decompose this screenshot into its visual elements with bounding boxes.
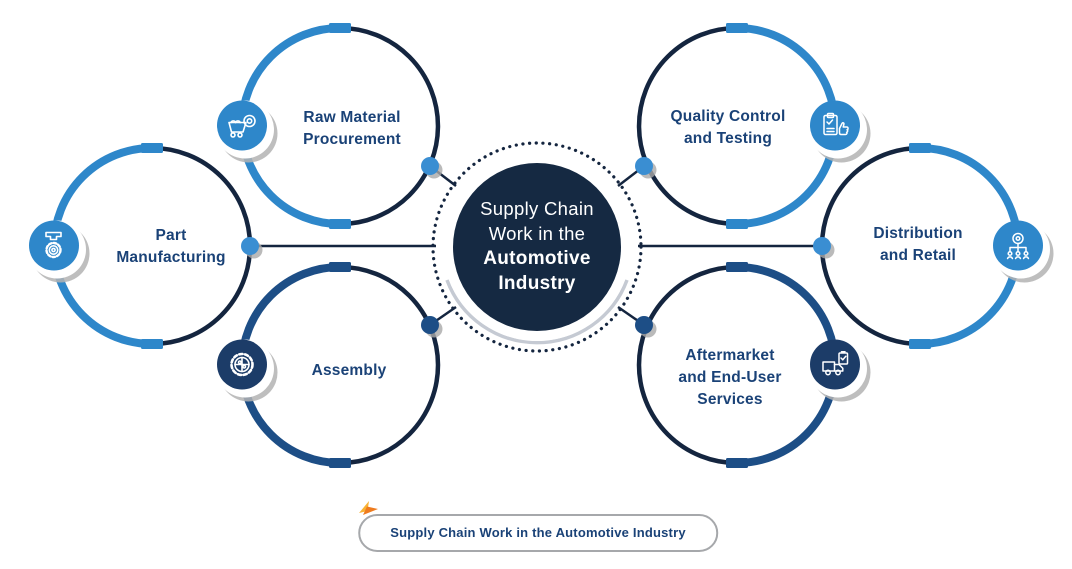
label-aftermarket: Aftermarket and End-User Services: [678, 347, 782, 408]
center-circle: [453, 163, 621, 331]
badge-assembly: [216, 339, 278, 402]
mine-cart-icon: [228, 114, 256, 138]
dotted-ring: [431, 141, 643, 353]
label-quality-control: Quality Control and Testing: [670, 108, 786, 147]
dot-top-right: [635, 157, 653, 175]
badge-distribution-retail: [992, 220, 1054, 283]
badge-part-manufacturing: [28, 220, 90, 283]
badge-quality-control: [809, 100, 871, 163]
gear-puzzle-icon: [230, 352, 254, 377]
center-title: Supply Chain Work in the Automotive Indu…: [447, 196, 627, 296]
dot-right: [813, 237, 831, 255]
label-raw-material-procurement: Raw Material Procurement: [303, 109, 401, 148]
dot-top-left: [421, 157, 439, 175]
badge-raw-material-procurement: [216, 100, 278, 163]
caption-pill: Supply Chain Work in the Automotive Indu…: [358, 514, 718, 552]
label-assembly: Assembly: [311, 362, 387, 379]
dot-bottom-left: [421, 316, 439, 334]
dot-bottom-right: [635, 316, 653, 334]
center-title-regular: Supply Chain Work in the: [480, 198, 594, 244]
badge-aftermarket: [809, 339, 871, 402]
press-gear-icon: [45, 231, 62, 259]
bird-logo-icon: [359, 501, 378, 515]
clipboard-thumbsup-icon: [823, 112, 849, 136]
connector-dots: [241, 157, 835, 338]
silver-arc: [445, 279, 629, 345]
caption-text: Supply Chain Work in the Automotive Indu…: [390, 525, 686, 540]
label-distribution-retail: Distribution and Retail: [873, 225, 963, 264]
label-part-manufacturing: Part Manufacturing: [116, 227, 226, 266]
network-nodes-icon: [1006, 232, 1030, 260]
dot-left: [241, 237, 259, 255]
center-title-bold: Automotive Industry: [483, 248, 591, 294]
truck-check-icon: [822, 350, 849, 376]
center-hub: [431, 141, 643, 353]
